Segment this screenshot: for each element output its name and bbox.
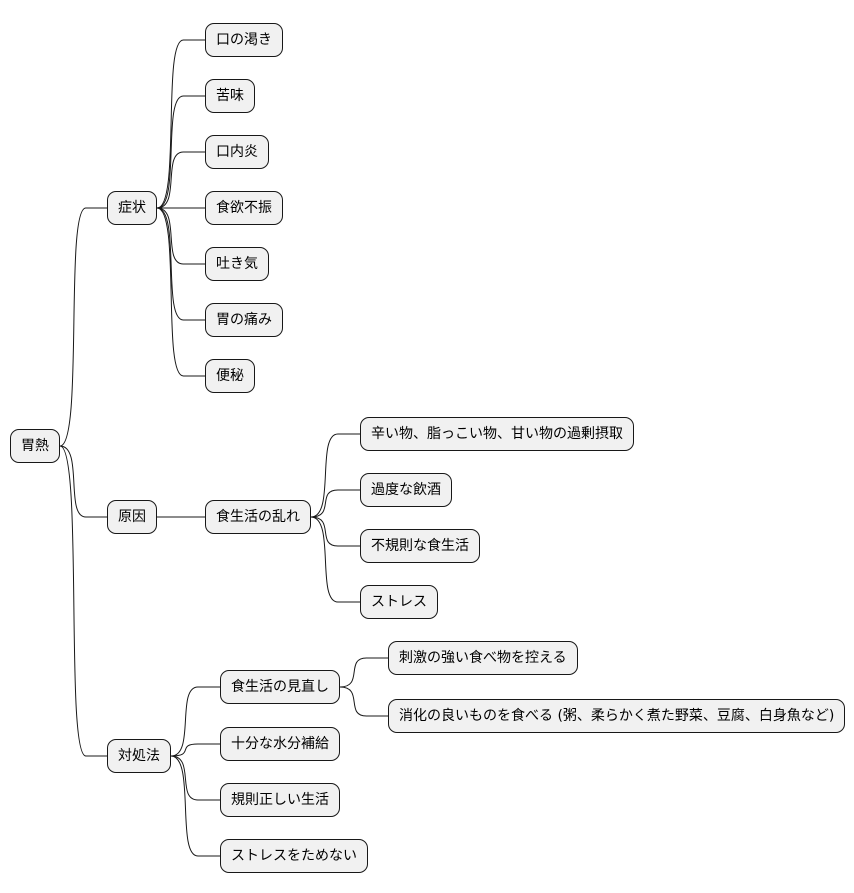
branch-causes: 原因 [107,500,157,534]
remedy-node: ストレスをためない [220,839,368,873]
connector-line [339,657,388,688]
connector-line [156,39,205,209]
connector-line [170,755,220,857]
connector-line [59,207,107,447]
remedy-detail-node: 消化の良いものを食べる (粥、柔らかく煮た野菜、豆腐、白身魚など) [388,699,846,733]
connector-line [156,207,205,321]
connector-line [310,516,360,547]
connector-line [310,489,360,518]
cause-detail-node: 不規則な食生活 [360,529,480,563]
connector-line [156,207,205,377]
connector-line [156,151,205,209]
remedy-node: 十分な水分補給 [220,727,340,761]
symptom-node: 口内炎 [205,135,269,169]
remedy-detail-node: 刺激の強い食べ物を控える [388,641,578,675]
branch-remedies: 対処法 [107,739,171,773]
symptom-node: 口の渇き [205,23,283,57]
cause-detail-node: 辛い物、脂っこい物、甘い物の過剰摂取 [360,417,634,451]
connector-line [170,686,220,757]
cause-detail-node: ストレス [360,585,438,619]
symptom-node: 苦味 [205,79,255,113]
connector-line [156,207,205,265]
symptom-node: 胃の痛み [205,303,283,337]
connector-line [156,95,205,209]
connector-line [170,755,220,801]
connector-line [310,433,360,518]
cause-node: 食生活の乱れ [205,500,311,534]
cause-detail-node: 過度な飲酒 [360,473,452,507]
root-node: 胃熱 [10,429,60,463]
connector-line [59,445,107,518]
symptom-node: 吐き気 [205,247,269,281]
connector-line [59,445,107,757]
branch-symptoms: 症状 [107,191,157,225]
remedy-node: 規則正しい生活 [220,783,340,817]
remedy-node: 食生活の見直し [220,670,340,704]
symptom-node: 便秘 [205,359,255,393]
connector-line [170,743,220,757]
connector-line [339,686,388,717]
symptom-node: 食欲不振 [205,191,283,225]
connector-line [310,516,360,603]
